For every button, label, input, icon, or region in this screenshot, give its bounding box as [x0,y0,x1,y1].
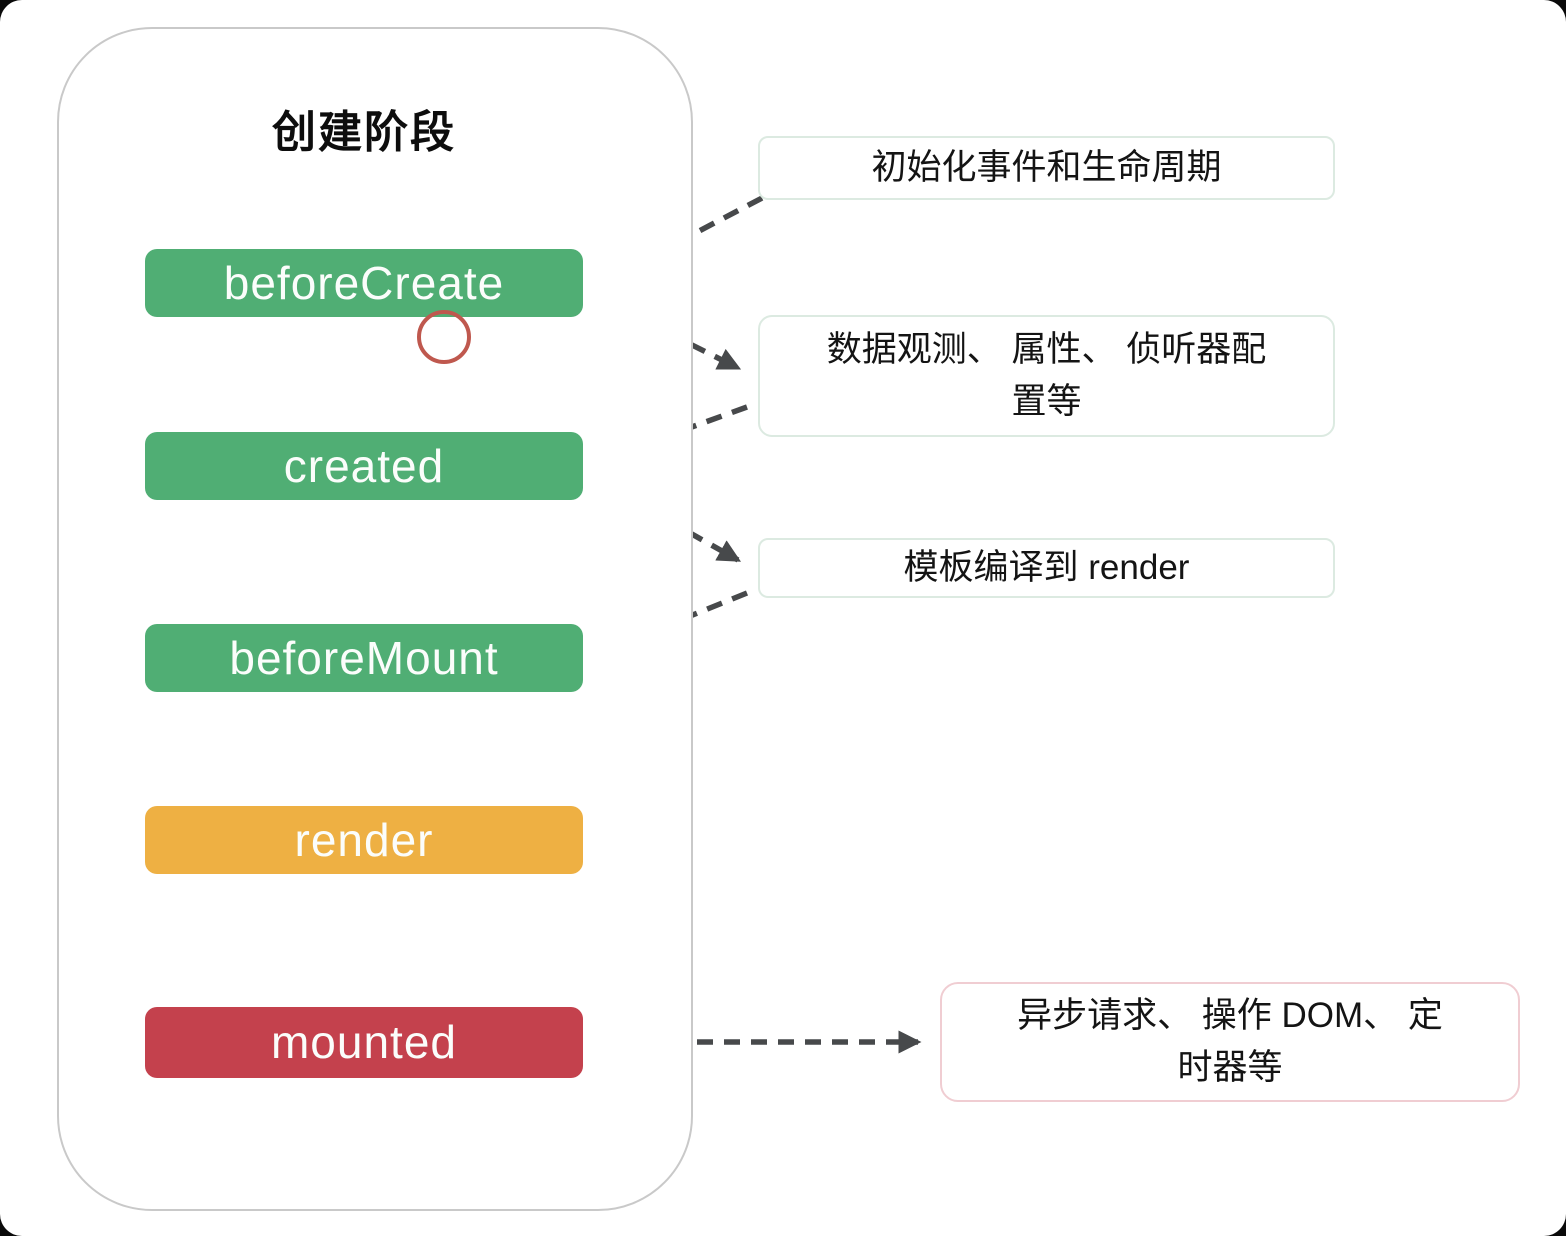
node-beforeCreate: beforeCreate [145,249,583,317]
node-created: created [145,432,583,500]
note-data-observation: 数据观测、 属性、 侦听器配置等 [758,315,1335,437]
note-init-events: 初始化事件和生命周期 [758,136,1335,200]
note-async-dom-timer: 异步请求、 操作 DOM、 定时器等 [940,982,1520,1102]
node-render: render [145,806,583,874]
note-template-compile: 模板编译到 render [758,538,1335,598]
phase-title: 创建阶段 [272,108,456,157]
node-beforeMount: beforeMount [145,624,583,692]
node-mounted: mounted [145,1007,583,1078]
highlight-circle [417,310,471,364]
